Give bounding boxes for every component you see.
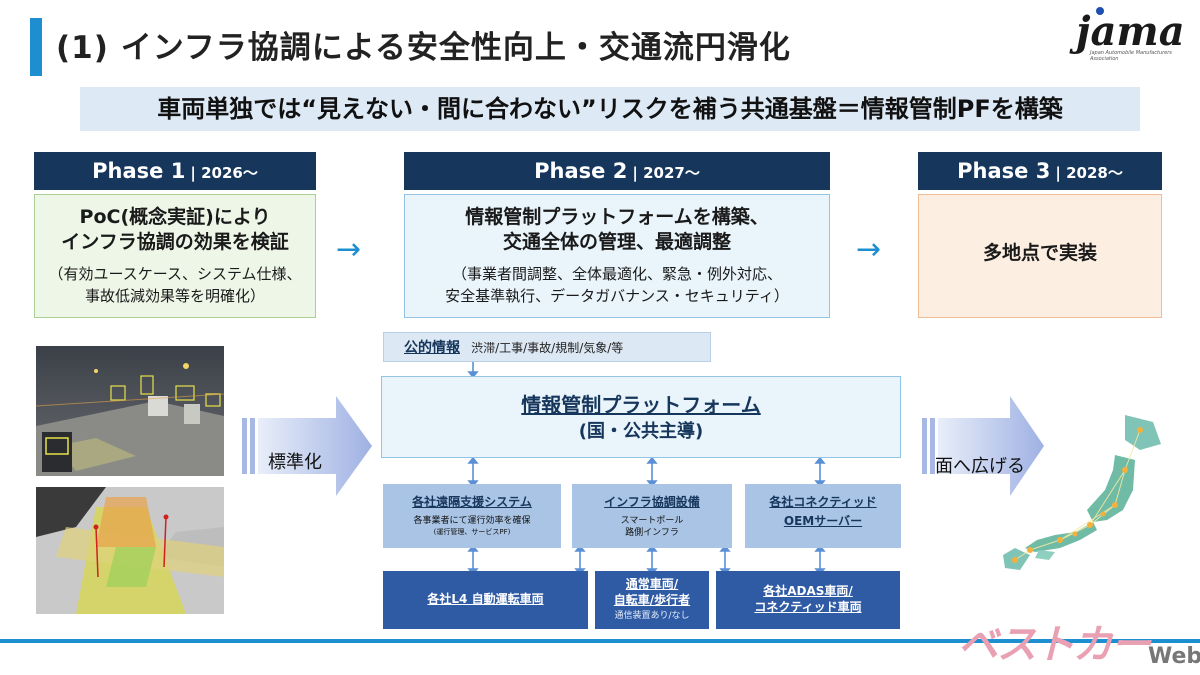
- subsystem-line: スマートポール: [620, 516, 684, 526]
- phase-arrow-right-icon: →: [856, 232, 882, 267]
- platform-subtitle: (国・公共主導): [578, 421, 704, 442]
- phase-2-main-line-2: 交通全体の管理、最適調整: [502, 231, 731, 253]
- intersection-3d-map: [36, 487, 224, 614]
- connected-oem-server-box: 各社コネクティッド OEMサーバー: [745, 484, 901, 548]
- phase-2-main-line-1: 情報管制プラットフォームを構築、: [465, 206, 769, 228]
- subtitle-banner: 車両単独では“見えない・間に合わない”リスクを補う共通基盤＝情報管制PFを構築: [80, 87, 1140, 131]
- standardization-label: 標準化: [268, 452, 322, 473]
- phase-1-main-line-1: PoC(概念実証)により: [79, 206, 271, 228]
- page-title: (1) インフラ協調による安全性向上・交通流円滑化: [56, 30, 791, 66]
- japan-network-map: [975, 410, 1165, 575]
- normal-vehicle-pedestrian-box: 通常車両/ 自転車/歩行者 通信装置あり/なし: [595, 571, 709, 629]
- phase-1-main-line-2: インフラ協調の効果を検証: [61, 231, 289, 253]
- phase-2-sub-line-1: （事業者間調整、全体最適化、緊急・例外対応、: [451, 265, 782, 283]
- phase-2-date: 2027〜: [643, 164, 700, 182]
- vehicle-title: 各社L4 自動運転車両: [427, 592, 544, 606]
- vehicle-title-line-2: コネクティッド車両: [754, 600, 862, 614]
- expand-area-label: 面へ広げる: [935, 456, 1025, 477]
- phase-3-name: Phase 3: [957, 159, 1051, 183]
- phase-1-header: Phase 1 | 2026〜: [34, 152, 316, 190]
- expand-area-arrow: [918, 396, 1046, 496]
- phase-1-name: Phase 1: [92, 159, 186, 183]
- adas-connected-vehicle-box: 各社ADAS車両/ コネクティッド車両: [716, 571, 900, 629]
- phase-2-name: Phase 2: [534, 159, 628, 183]
- l4-autonomous-vehicle-box: 各社L4 自動運転車両: [383, 571, 588, 629]
- bestcar-watermark: ベストカー: [958, 622, 1151, 668]
- phase-arrow-right-icon: →: [336, 232, 362, 267]
- remote-support-system-box: 各社遠隔支援システム 各事業者にて運行効率を確保 (運行管理、サービスPF): [383, 484, 561, 548]
- phase-1-date: 2026〜: [201, 164, 258, 182]
- subsystem-line: 路側インフラ: [625, 528, 679, 538]
- jama-logo-subtext: Japan Automobile Manufacturers Associati…: [1090, 50, 1172, 62]
- subsystem-title: 各社コネクティッド: [769, 495, 877, 509]
- subsystem-title: 各社遠隔支援システム: [412, 495, 532, 509]
- phase-3-header: Phase 3 | 2028〜: [918, 152, 1162, 190]
- phase-2-box: 情報管制プラットフォームを構築、 交通全体の管理、最適調整 （事業者間調整、全体…: [404, 194, 830, 318]
- subsystem-line: 各事業者にて運行効率を確保: [413, 516, 531, 526]
- vehicle-title-line-2: 自転車/歩行者: [613, 593, 691, 607]
- subsystem-title-line-2: OEMサーバー: [783, 514, 863, 528]
- public-info-value: 渋滞/工事/事故/規制/気象/等: [471, 341, 624, 355]
- phase-1-box: PoC(概念実証)により インフラ協調の効果を検証 （有効ユースケース、システム…: [34, 194, 316, 318]
- phase-1-sub-line-1: （有効ユースケース、システム仕様、: [48, 265, 302, 283]
- subsystem-line: (運行管理、サービスPF): [433, 528, 511, 536]
- phase-3-box: 多地点で実装: [918, 194, 1162, 318]
- phase-3-main-line-1: 多地点で実装: [982, 242, 1097, 264]
- bestcar-watermark-web: Web: [1148, 644, 1200, 669]
- public-info-label: 公的情報: [404, 340, 460, 356]
- info-control-platform-box: 情報管制プラットフォーム (国・公共主導): [381, 376, 901, 458]
- camera-traffic-photo: [35, 346, 225, 476]
- phase-1-sub-line-2: 事故低減効果等を明確化）: [84, 287, 265, 305]
- platform-title: 情報管制プラットフォーム: [521, 393, 761, 417]
- vehicle-title: 通常車両/: [625, 577, 679, 591]
- phase-2-header: Phase 2 | 2027〜: [404, 152, 830, 190]
- phase-3-date: 2028〜: [1066, 164, 1123, 182]
- infra-cooperation-equipment-box: インフラ協調設備 スマートポール 路側インフラ: [572, 484, 732, 548]
- phase-2-sub-line-2: 安全基準執行、データガバナンス・セキュリティ）: [445, 287, 789, 305]
- jama-logo: jama: [1076, 8, 1185, 55]
- logo-dot-icon: [1096, 7, 1104, 15]
- vehicle-title: 各社ADAS車両/: [763, 584, 853, 598]
- public-info-bar: 公的情報 渋滞/工事/事故/規制/気象/等: [383, 332, 711, 362]
- standardization-arrow: [238, 396, 374, 496]
- vehicle-sub: 通信装置あり/なし: [614, 611, 690, 621]
- title-accent-bar: [30, 18, 42, 76]
- bottom-divider: [0, 639, 1200, 643]
- subsystem-title: インフラ協調設備: [604, 495, 700, 509]
